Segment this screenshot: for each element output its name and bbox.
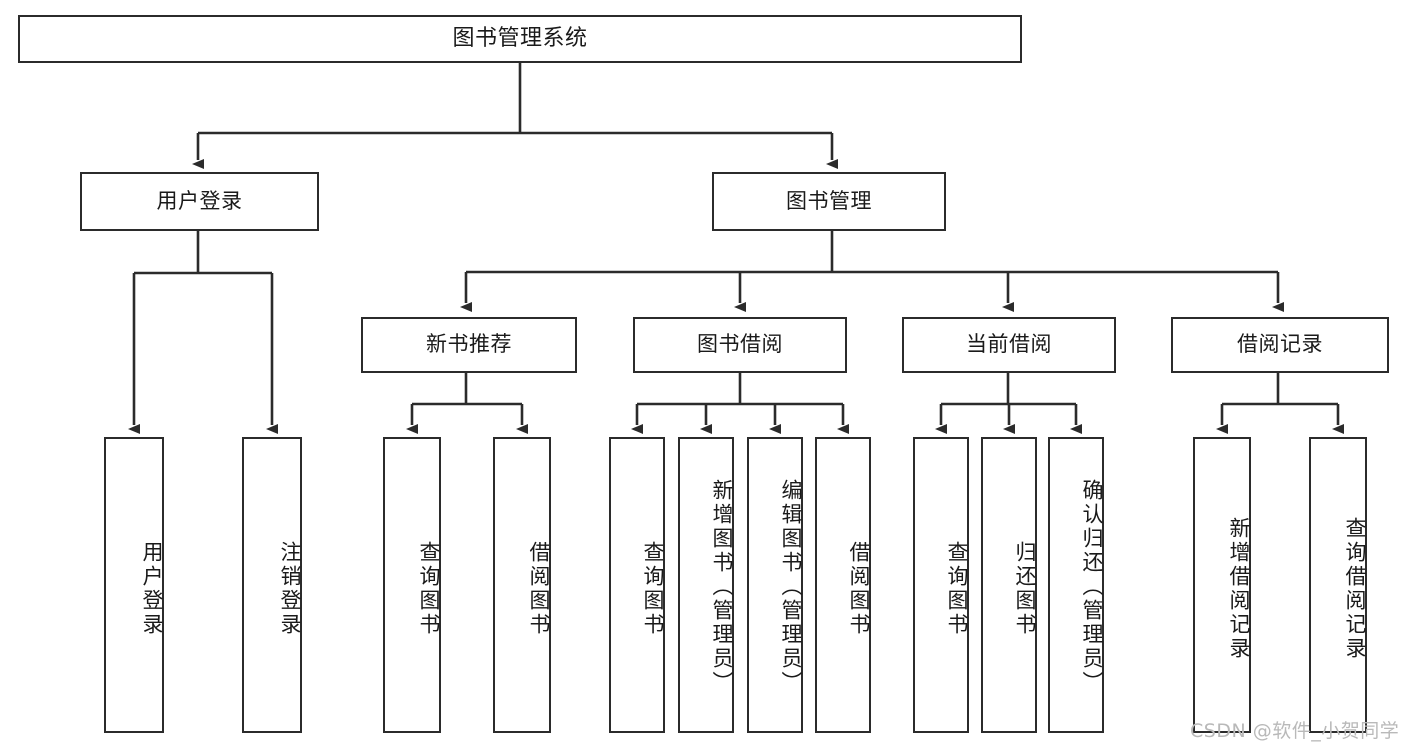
node-book-borrow[interactable]: 图书借阅 [633, 317, 847, 373]
leaf-query-book-1[interactable]: 查询图书 [383, 437, 441, 733]
leaf-borrow-book-2[interactable]: 借阅图书 [815, 437, 871, 733]
node-new-book-rec-label: 新书推荐 [426, 332, 512, 357]
leaf-query-book-2-label: 查询图书 [641, 541, 665, 637]
node-new-book-rec[interactable]: 新书推荐 [361, 317, 577, 373]
node-user-login[interactable]: 用户登录 [80, 172, 319, 231]
node-borrow-record[interactable]: 借阅记录 [1171, 317, 1389, 373]
leaf-confirm-return-label: 确认归还（管理员） [1080, 479, 1104, 695]
leaf-return-book[interactable]: 归还图书 [981, 437, 1037, 733]
node-book-manage[interactable]: 图书管理 [712, 172, 946, 231]
leaf-logout[interactable]: 注销登录 [242, 437, 302, 733]
node-root-label: 图书管理系统 [452, 25, 588, 51]
leaf-user-login[interactable]: 用户登录 [104, 437, 164, 733]
watermark: CSDN @软件_小贺同学 [1190, 720, 1400, 742]
node-current-borrow[interactable]: 当前借阅 [902, 317, 1116, 373]
node-current-borrow-label: 当前借阅 [966, 332, 1052, 357]
leaf-borrow-book-1[interactable]: 借阅图书 [493, 437, 551, 733]
node-user-login-label: 用户登录 [156, 188, 243, 213]
node-root[interactable]: 图书管理系统 [18, 15, 1022, 63]
leaf-query-book-1-label: 查询图书 [417, 541, 441, 637]
leaf-add-record-label: 新增借阅记录 [1227, 517, 1251, 661]
leaf-query-record[interactable]: 查询借阅记录 [1309, 437, 1367, 733]
leaf-add-book[interactable]: 新增图书（管理员） [678, 437, 734, 733]
leaf-return-book-label: 归还图书 [1013, 541, 1037, 637]
leaf-logout-label: 注销登录 [278, 541, 302, 637]
node-borrow-record-label: 借阅记录 [1237, 332, 1323, 357]
leaf-query-book-3-label: 查询图书 [945, 541, 969, 637]
leaf-edit-book[interactable]: 编辑图书（管理员） [747, 437, 803, 733]
leaf-confirm-return[interactable]: 确认归还（管理员） [1048, 437, 1104, 733]
node-book-borrow-label: 图书借阅 [697, 332, 783, 357]
leaf-add-book-label: 新增图书（管理员） [710, 479, 734, 695]
leaf-edit-book-label: 编辑图书（管理员） [779, 479, 803, 695]
node-book-manage-label: 图书管理 [786, 188, 872, 213]
leaf-add-record[interactable]: 新增借阅记录 [1193, 437, 1251, 733]
leaf-query-book-3[interactable]: 查询图书 [913, 437, 969, 733]
leaf-user-login-label: 用户登录 [140, 541, 164, 637]
leaf-borrow-book-2-label: 借阅图书 [847, 541, 871, 637]
leaf-query-record-label: 查询借阅记录 [1343, 517, 1367, 661]
leaf-query-book-2[interactable]: 查询图书 [609, 437, 665, 733]
leaf-borrow-book-1-label: 借阅图书 [527, 541, 551, 637]
